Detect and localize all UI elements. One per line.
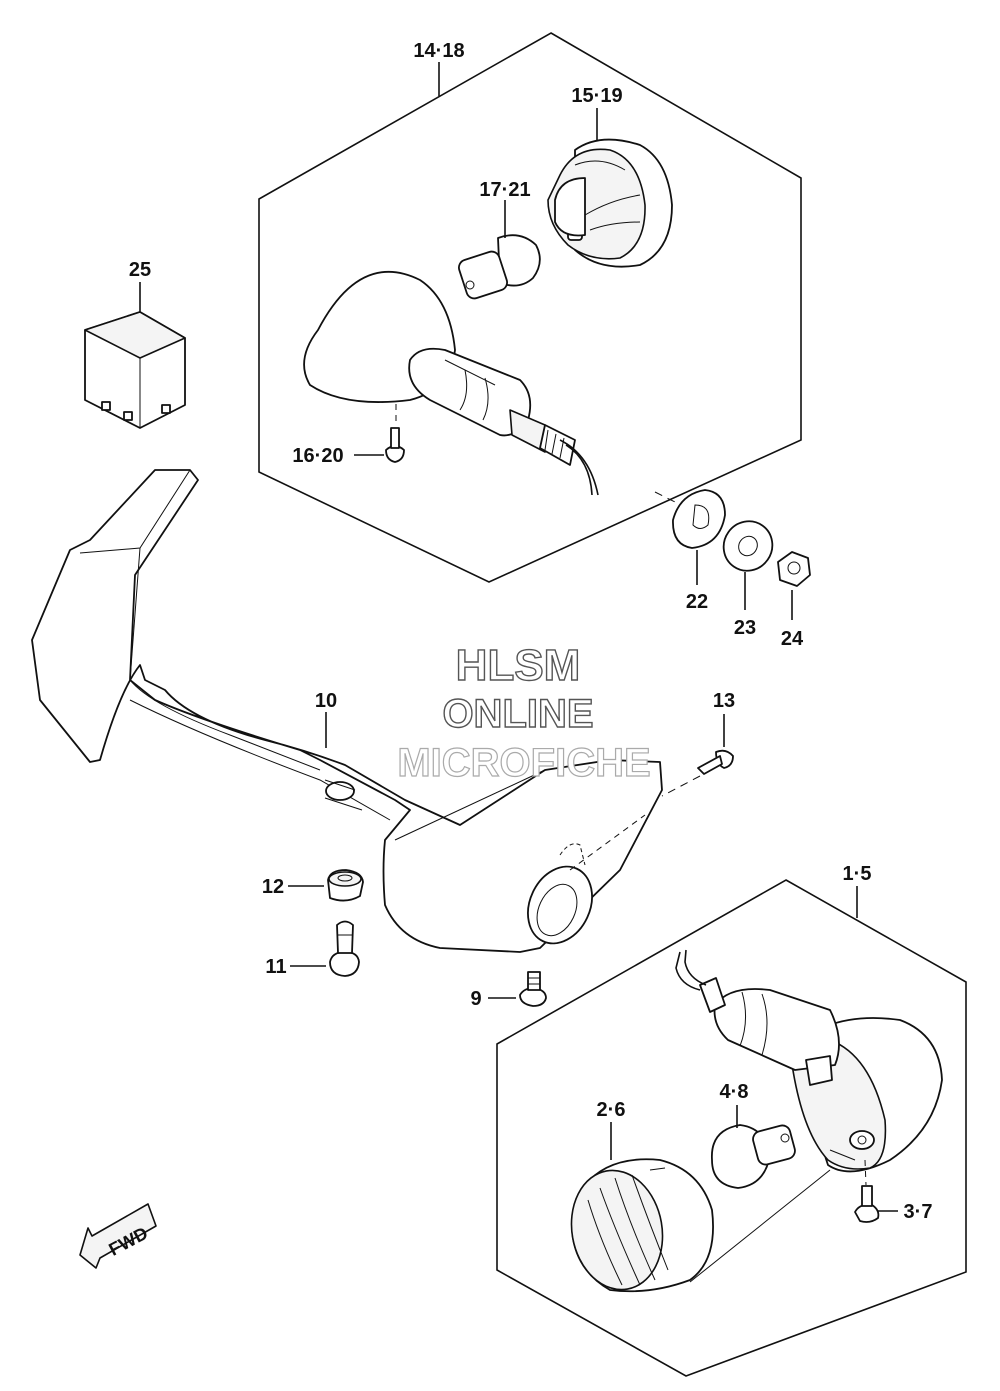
screw-9 [519, 971, 547, 1007]
callout-labels: 14·18 15·19 17·21 25 16·20 22 23 24 10 1… [129, 40, 933, 1223]
watermark-line2: ONLINE [442, 692, 593, 736]
guide-line [689, 1169, 831, 1283]
dash-22 [654, 491, 676, 503]
watermark: HLSM ONLINE MICROFICHE [397, 640, 652, 785]
callout-10: 10 [315, 690, 337, 712]
callout-14-18: 14·18 [413, 40, 464, 62]
screw-16-20 [385, 427, 405, 463]
callout-12: 12 [262, 876, 284, 898]
callout-15-19: 15·19 [571, 85, 622, 107]
callout-4-8: 4·8 [720, 1081, 749, 1103]
bracket-10 [31, 469, 663, 953]
signal-body [303, 270, 599, 496]
bulb-17-21 [458, 234, 541, 300]
callout-17-21: 17·21 [479, 179, 530, 201]
fwd-arrow-icon: FWD [79, 1203, 157, 1269]
callout-22: 22 [686, 591, 708, 613]
bolt-11 [329, 920, 360, 977]
callout-9: 9 [470, 988, 481, 1010]
screw-3-7 [854, 1185, 880, 1223]
dash-3-7 [864, 1159, 867, 1186]
lower-group-outline [496, 879, 967, 1377]
lens-2-6 [570, 1158, 714, 1293]
callout-25: 25 [129, 259, 151, 281]
lower-assembly-group [496, 879, 967, 1377]
relay-25 [84, 311, 186, 429]
front-signal-body [675, 949, 943, 1173]
upper-group-outline [258, 32, 802, 583]
washer-22 [672, 489, 726, 549]
screw-13 [697, 749, 734, 775]
dash-13 [661, 775, 701, 797]
callout-16-20: 16·20 [292, 445, 343, 467]
nut-24 [777, 551, 811, 587]
callout-24: 24 [781, 628, 804, 650]
callout-13: 13 [713, 690, 735, 712]
callout-2-6: 2·6 [597, 1099, 626, 1121]
watermark-line1: HLSM [456, 641, 581, 690]
watermark-line3: MICROFICHE [397, 741, 650, 785]
callout-23: 23 [734, 617, 756, 639]
callout-1-5: 1·5 [843, 863, 872, 885]
callout-11: 11 [265, 956, 286, 978]
callout-3-7: 3·7 [904, 1201, 933, 1223]
lens-housing-15-19 [547, 138, 673, 268]
bulb-4-8 [711, 1124, 796, 1189]
grommet-12 [327, 869, 364, 902]
washer-23 [722, 520, 774, 572]
upper-assembly-group [258, 32, 802, 583]
